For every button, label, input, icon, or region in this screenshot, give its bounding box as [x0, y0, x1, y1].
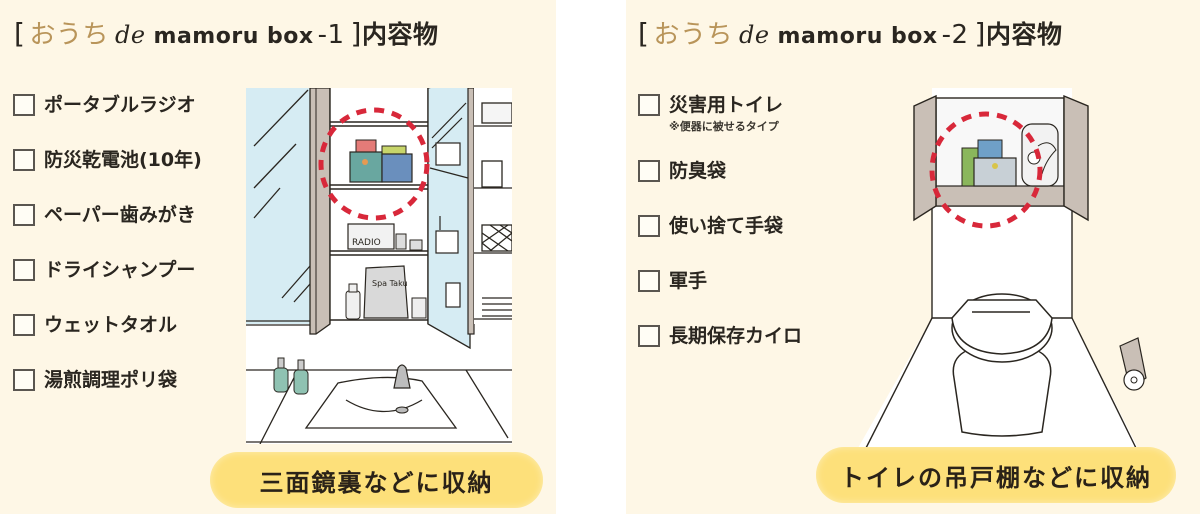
item-label: ドライシャンプー	[44, 259, 196, 281]
item-label: ウェットタオル	[44, 314, 178, 336]
panel-box-2: [ おうち de mamoru box -2 ] 内容物 災害用トイレ ※便器に被…	[626, 0, 1200, 514]
title-bracket-close: ]	[974, 17, 986, 50]
radio-label: RADIO	[352, 238, 381, 248]
list-item: ウェットタオル	[13, 312, 202, 367]
storage-label-text: 三面鏡裏などに収納	[259, 468, 494, 497]
list-item: ドライシャンプー	[13, 257, 202, 312]
list-item: 防災乾電池(10年)	[13, 147, 202, 202]
title-suffix: 内容物	[361, 20, 439, 49]
item-label: 湯煎調理ポリ袋	[44, 369, 178, 391]
item-label: 使い捨て手袋	[669, 215, 784, 237]
list-item: ペーパー歯みがき	[13, 202, 202, 257]
checkbox[interactable]	[638, 215, 660, 237]
storage-label-badge: 三面鏡裏などに収納	[210, 452, 543, 508]
title-brand: mamoru box	[777, 24, 938, 49]
item-label-text: 災害用トイレ	[669, 94, 784, 116]
item-label: ポータブルラジオ	[44, 94, 196, 116]
bag-label: Spa Taku	[372, 279, 408, 288]
item-label: 防臭袋	[669, 160, 727, 182]
item-label: 長期保存カイロ	[669, 325, 803, 347]
list-item: 使い捨て手袋	[638, 213, 802, 268]
checklist-box-1: ポータブルラジオ 防災乾電池(10年) ペーパー歯みがき ドライシャンプー ウェ…	[13, 92, 202, 422]
toilet-overhead-cabinet-illustration	[858, 88, 1147, 449]
storage-label-badge: トイレの吊戸棚などに収納	[816, 447, 1176, 503]
title-suffix: 内容物	[985, 20, 1063, 49]
checkbox[interactable]	[13, 369, 35, 391]
list-item: 長期保存カイロ	[638, 323, 802, 378]
list-item: 防臭袋	[638, 158, 802, 213]
checkbox[interactable]	[638, 270, 660, 292]
list-item: 湯煎調理ポリ袋	[13, 367, 202, 422]
checkbox[interactable]	[13, 94, 35, 116]
title-number: -1	[317, 20, 345, 50]
list-item: ポータブルラジオ	[13, 92, 202, 147]
panel-2-title: [ おうち de mamoru box -2 ] 内容物	[638, 14, 1062, 51]
title-ouchi: おうち	[29, 20, 109, 50]
title-number: -2	[941, 20, 969, 50]
checkbox[interactable]	[13, 259, 35, 281]
panel-1-title: [ おうち de mamoru box -1 ] 内容物	[14, 14, 438, 51]
checkbox[interactable]	[638, 160, 660, 182]
storage-label-text: トイレの吊戸棚などに収納	[840, 463, 1152, 492]
checkbox[interactable]	[638, 94, 660, 116]
title-ouchi: おうち	[653, 20, 733, 50]
title-bracket-open: [	[638, 17, 650, 50]
item-label: 軍手	[669, 270, 708, 292]
checkbox[interactable]	[13, 204, 35, 226]
title-brand: mamoru box	[153, 24, 314, 49]
item-label: ペーパー歯みがき	[44, 204, 196, 226]
item-label: 災害用トイレ ※便器に被せるタイプ	[669, 92, 783, 134]
title-bracket-close: ]	[350, 17, 362, 50]
title-de: de	[738, 21, 770, 49]
item-label: 防災乾電池(10年)	[44, 149, 202, 171]
checkbox[interactable]	[13, 314, 35, 336]
checkbox[interactable]	[638, 325, 660, 347]
title-de: de	[114, 21, 146, 49]
list-item: 軍手	[638, 268, 802, 323]
list-item: 災害用トイレ ※便器に被せるタイプ	[638, 92, 802, 158]
item-note: ※便器に被せるタイプ	[669, 120, 779, 133]
checkbox[interactable]	[13, 149, 35, 171]
panel-box-1: [ おうち de mamoru box -1 ] 内容物 ポータブルラジオ 防災…	[0, 0, 556, 514]
bathroom-mirror-cabinet-illustration: RADIO Spa Taku	[246, 88, 512, 444]
checklist-box-2: 災害用トイレ ※便器に被せるタイプ 防臭袋 使い捨て手袋 軍手 長期保存カイロ	[638, 92, 802, 378]
title-bracket-open: [	[14, 17, 26, 50]
